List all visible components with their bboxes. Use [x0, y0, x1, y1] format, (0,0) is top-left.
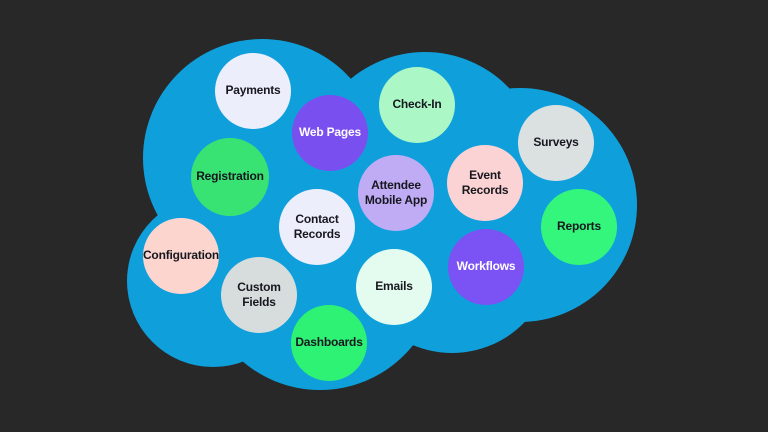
bubble-custom-fields: Custom Fields: [221, 257, 297, 333]
bubble-label-check-in: Check-In: [392, 97, 442, 112]
bubble-label-registration: Registration: [196, 169, 264, 184]
bubble-surveys: Surveys: [518, 105, 594, 181]
bubble-contact-records: Contact Records: [279, 189, 355, 265]
bubble-label-web-pages: Web Pages: [298, 125, 361, 140]
bubble-workflows: Workflows: [448, 229, 524, 305]
bubble-registration: Registration: [191, 138, 269, 216]
bubble-label-dashboards: Dashboards: [295, 335, 363, 350]
bubble-event-records: Event Records: [447, 145, 523, 221]
bubble-reports: Reports: [541, 189, 617, 265]
bubble-payments: Payments: [215, 53, 291, 129]
bubble-dashboards: Dashboards: [291, 305, 367, 381]
bubble-label-custom-fields: Custom Fields: [237, 279, 281, 309]
bubble-label-attendee-mobile-app: Attendee Mobile App: [364, 177, 428, 207]
bubble-label-surveys: Surveys: [533, 135, 579, 150]
bubble-attendee-mobile-app: Attendee Mobile App: [358, 155, 434, 231]
bubble-label-workflows: Workflows: [456, 259, 516, 274]
bubble-web-pages: Web Pages: [292, 95, 368, 171]
bubble-label-emails: Emails: [375, 279, 413, 294]
bubble-label-event-records: Event Records: [461, 167, 509, 197]
bubble-configuration: Configuration: [143, 218, 219, 294]
bubble-label-payments: Payments: [225, 83, 281, 98]
bubble-label-configuration: Configuration: [142, 248, 220, 263]
bubble-check-in: Check-In: [379, 67, 455, 143]
bubble-label-reports: Reports: [557, 219, 601, 234]
bubble-emails: Emails: [356, 249, 432, 325]
bubble-label-contact-records: Contact Records: [293, 211, 341, 241]
